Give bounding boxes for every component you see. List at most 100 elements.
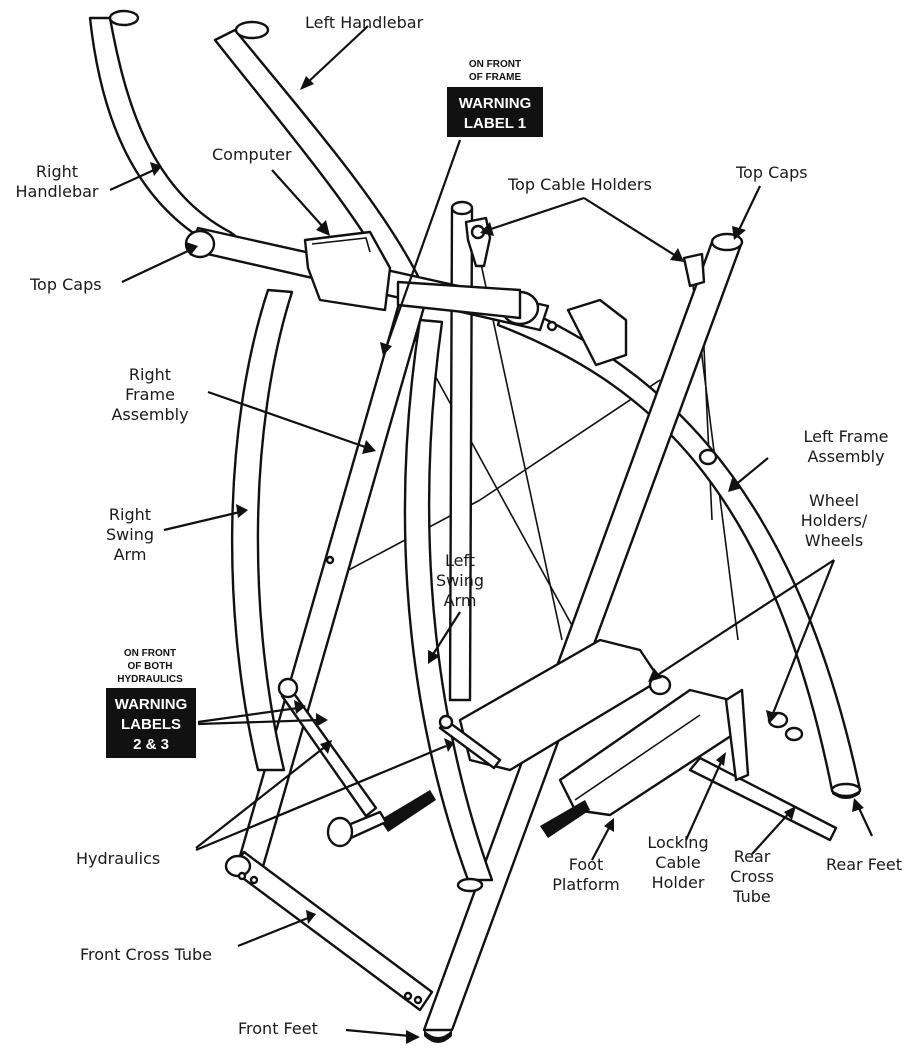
label-left-handlebar: Left Handlebar <box>305 13 424 32</box>
leader-warning-1 <box>384 139 462 349</box>
leader-front-cross <box>237 916 309 948</box>
computer-screen-edge <box>311 237 371 253</box>
arrowhead-front-feet <box>406 1030 420 1044</box>
crossbar-bolt <box>546 320 558 332</box>
label-wheel-holders-1: Wheel <box>809 491 859 510</box>
label-right-handlebar-2: Handlebar <box>16 182 99 201</box>
hydraulic-1-wheel <box>326 816 354 848</box>
leader-wheel-2 <box>770 559 836 717</box>
label-front-cross-tube: Front Cross Tube <box>80 945 212 964</box>
platform-edge <box>574 714 701 801</box>
label-foot-platform-1: Foot <box>569 855 603 874</box>
label-foot-platform-2: Platform <box>552 875 619 894</box>
front-bolt-4 <box>413 995 423 1005</box>
arrowhead-rear-feet <box>852 798 864 812</box>
leader-rear-feet <box>857 805 873 837</box>
arrowhead-front-cross <box>306 910 316 924</box>
arrowhead-top-caps-left <box>186 242 198 256</box>
label-left-swing-3: Arm <box>444 591 477 610</box>
label-top-caps-left: Top Caps <box>29 275 102 294</box>
arrowhead-computer <box>316 220 330 236</box>
swing-arm-bolt <box>325 555 335 565</box>
arrowhead-right-swing <box>236 504 248 518</box>
leader-locking-cable <box>684 759 724 841</box>
arrowhead-hydraulics-2 <box>444 738 454 752</box>
right-handlebar-top <box>108 9 140 27</box>
computer-console <box>303 230 392 312</box>
arrowhead-warning-23-b <box>316 713 328 727</box>
label-hydraulics: Hydraulics <box>76 849 160 868</box>
warning-23-line-2: LABELS <box>121 716 181 733</box>
leader-top-caps-left <box>121 249 191 283</box>
leader-top-cable-right <box>583 197 677 257</box>
right-handlebar-tube <box>88 16 248 258</box>
label-right-handlebar-1: Right <box>36 162 78 181</box>
warning-23-line-3: 2 & 3 <box>133 736 169 753</box>
label-locking-1: Locking <box>647 833 708 852</box>
brace-2 <box>479 379 661 501</box>
label-wheel-holders-3: Wheels <box>805 531 863 550</box>
frame-knob <box>698 448 718 466</box>
leader-right-handlebar <box>109 168 155 192</box>
warning-1-caption-2: OF FRAME <box>469 72 522 83</box>
front-foot-cap <box>424 1030 452 1043</box>
part-labels: Left Handlebar Right Handlebar Computer … <box>16 13 902 1038</box>
leader-top-caps-right <box>737 185 761 233</box>
label-wheel-holders-2: Holders/ <box>801 511 868 530</box>
arrowhead-right-frame <box>362 440 376 454</box>
left-foot-base <box>456 877 484 893</box>
warning-23-line-1: WARNING <box>115 696 188 713</box>
rear-foot-cap <box>832 790 860 799</box>
label-locking-3: Holder <box>652 873 705 892</box>
front-base-left-cap <box>224 854 252 878</box>
arrowhead-right-handlebar <box>150 162 162 176</box>
label-right-swing-3: Arm <box>114 545 147 564</box>
leader-left-frame <box>733 457 769 487</box>
leader-hydraulics-2 <box>195 744 447 852</box>
leader-wheel-1 <box>655 559 835 677</box>
label-right-swing-1: Right <box>109 505 151 524</box>
arrowhead-top-cable-left <box>480 222 494 236</box>
left-swing-arm-tube <box>403 318 494 882</box>
warning-23-caption-3: HYDRAULICS <box>117 674 183 685</box>
left-handlebar-top <box>234 20 270 40</box>
label-rear-cross-1: Rear <box>734 847 771 866</box>
front-cross-tube <box>230 850 434 1012</box>
arrowhead-wheel-1 <box>648 668 662 682</box>
arrowhead-wheel-2 <box>766 710 778 724</box>
leader-hydraulics-1 <box>195 745 327 849</box>
label-left-swing-1: Left <box>445 551 475 570</box>
arrowhead-left-handlebar <box>300 76 314 90</box>
leader-lines <box>109 25 873 1044</box>
label-top-caps-right: Top Caps <box>735 163 808 182</box>
label-top-cable-holders: Top Cable Holders <box>507 175 652 194</box>
label-locking-2: Cable <box>655 853 700 872</box>
leader-front-feet <box>345 1028 411 1038</box>
label-computer: Computer <box>212 145 292 164</box>
hydraulic-2-top <box>438 714 454 730</box>
brace-3 <box>409 329 581 641</box>
warning-1-caption-1: ON FRONT <box>469 59 521 70</box>
arrowhead-foot-platform <box>604 818 614 832</box>
leader-foot-platform <box>591 825 611 861</box>
warning-1-box <box>447 87 543 137</box>
warning-23-caption-1: ON FRONT <box>124 648 176 659</box>
leader-right-swing <box>163 510 241 532</box>
warning-labels-2-3: ON FRONT OF BOTH HYDRAULICS WARNING LABE… <box>106 648 196 758</box>
center-post-cap <box>450 200 474 216</box>
label-left-swing-2: Swing <box>436 571 484 590</box>
label-right-frame-1: Right <box>129 365 171 384</box>
leader-right-frame <box>207 390 369 450</box>
warning-23-caption-2: OF BOTH <box>128 661 173 672</box>
platform-tread-1 <box>540 800 590 838</box>
label-front-feet: Front Feet <box>238 1019 318 1038</box>
front-bolt-1 <box>237 871 247 881</box>
hydraulic-1-top <box>277 677 299 699</box>
label-rear-cross-3: Tube <box>732 887 770 906</box>
arrowhead-left-frame <box>728 478 742 492</box>
front-bolt-2 <box>249 875 259 885</box>
right-swing-arm <box>230 288 335 772</box>
arrowhead-locking-cable <box>716 752 726 766</box>
